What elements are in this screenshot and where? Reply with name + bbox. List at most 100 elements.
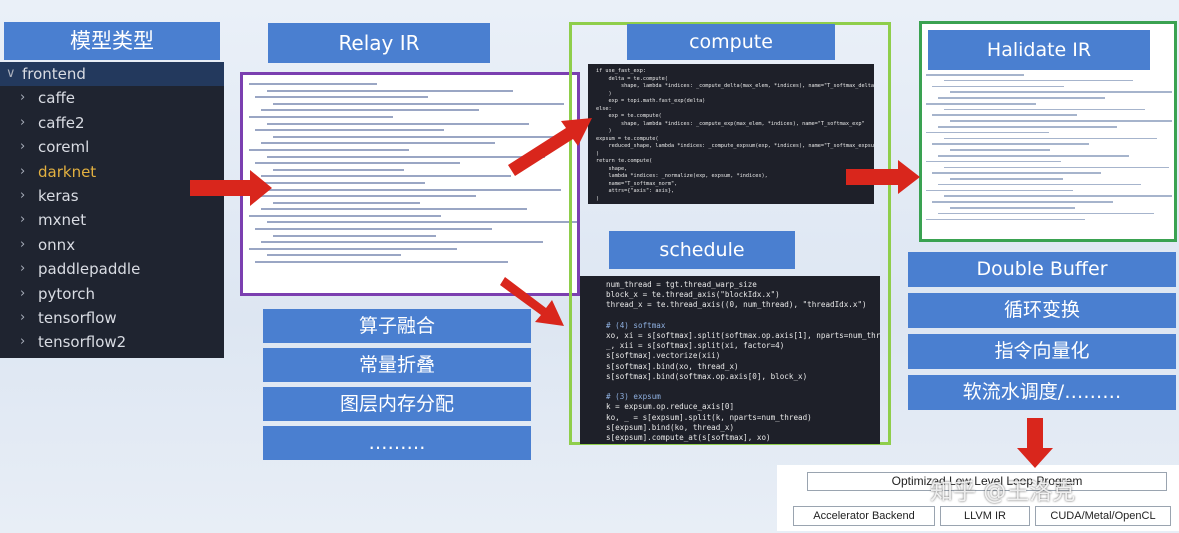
code-line-placeholder [255,96,428,99]
tree-item-keras[interactable]: › keras [0,184,224,208]
code-line-placeholder [938,212,1154,215]
code-line: s[softmax].bind(xo, thread_x) [606,361,739,371]
code-line-placeholder [950,149,1051,151]
code-line: reduced_shape, lambda *indices: _compute… [596,143,874,149]
backend-box-1: LLVM IR [940,506,1030,526]
code-line-placeholder [932,172,1102,174]
tree-item-label: tensorflow2 [38,333,127,352]
tree-item-paddlepaddle[interactable]: ›paddlepaddle [0,257,224,281]
tree-item-darknet[interactable]: ›darknet [0,160,224,184]
code-line-placeholder [938,183,1142,186]
tree-item-label: paddlepaddle [38,260,141,279]
chevron-right-icon: › [20,114,26,130]
code-line: thread_x = te.thread_axis((0, num_thread… [606,300,867,310]
relay-pass-1: 常量折叠 [263,348,531,382]
tree-item-label: coreml [38,138,90,157]
watermark: 知乎 @王洛克 [930,479,1076,505]
tree-item-pytorch[interactable]: › pytorch [0,282,224,306]
code-line-placeholder [267,89,514,92]
code-line-placeholder [944,195,1172,197]
code-line: lambda *indices: _normalize(exp, expsum,… [596,173,768,179]
tree-item-tensorflow[interactable]: › tensorflow [0,306,224,330]
code-line-placeholder [273,201,421,204]
code-line: shape, lambda *indices: _compute_delta(m… [596,83,874,89]
code-line: else: [596,105,612,112]
code-line-placeholder [267,254,402,257]
code-line: ko, _ = s[expsum].split(k, nparts=num_th… [606,412,812,422]
code-line-placeholder [944,108,1145,111]
code-line-placeholder [273,102,565,105]
chevron-right-icon: › [20,309,26,325]
code-line-placeholder [255,228,492,231]
code-line-placeholder [938,154,1130,157]
tree-item-label: frontend [22,65,86,83]
chevron-right-icon: › [20,285,26,301]
code-line-placeholder [249,247,457,250]
chevron-right-icon: › [20,163,26,179]
model-types-header: 模型类型 [4,22,220,60]
code-line-placeholder [267,221,577,224]
tree-item-caffe2[interactable]: › caffe2 [0,111,224,135]
tree-item-label: caffe [38,89,76,108]
code-line-placeholder [267,188,562,191]
code-line-placeholder [255,162,460,165]
halide-pass-3: 软流水调度/……… [908,375,1176,410]
code-line: xo, xi = s[softmax].split(softmax.op.axi… [606,331,880,341]
backend-box-2: CUDA/Metal/OpenCL [1035,506,1171,526]
code-line-placeholder [273,135,577,138]
code-line-placeholder [261,208,527,211]
optimized-program-box: Optimized Low Level Loop Program [807,472,1167,491]
code-line-placeholder [944,79,1133,82]
code-line: num_thread = tgt.thread_warp_size [606,280,757,289]
code-line: s[softmax].bind(softmax.op.axis[0], bloc… [606,371,808,381]
code-line: block_x = te.thread_axis("blockIdx.x") [606,290,780,300]
code-line-placeholder [932,114,1077,117]
tree-item-coreml[interactable]: › coreml [0,135,224,159]
code-line: ) [596,195,600,202]
halide-pass-2: 指令向量化 [908,334,1176,369]
code-line-placeholder [255,261,508,264]
code-line-placeholder [938,97,1105,99]
code-line-placeholder [926,189,1073,192]
code-line-placeholder [255,129,444,132]
tree-item-frontend[interactable]: ∨ frontend [0,62,224,87]
halide-pass-1: 循环变换 [908,293,1176,328]
tree-item-label: pytorch [38,284,96,303]
code-line: name="T_softmax_norm", [596,180,678,187]
code-line-placeholder [950,91,1172,93]
chevron-right-icon: › [20,187,26,203]
code-line: ) [596,128,612,134]
code-line: expsum = te.compute( [596,135,659,142]
chevron-down-icon: ∨ [6,66,16,81]
code-line [606,382,854,392]
tree-item-tensorflow2[interactable]: › tensorflow2 [0,330,224,354]
code-line-placeholder [249,214,441,217]
code-line-placeholder [273,168,405,171]
code-line: exp = topi.math.fast_exp(delta) [596,98,706,104]
code-line-placeholder [944,166,1170,169]
relay-pass-3: ……… [263,426,531,460]
code-line: # (3) expsum [606,392,661,402]
tree-item-label: keras [38,186,79,205]
code-line-placeholder [926,131,1049,134]
relay-pass-2: 图层内存分配 [263,387,531,421]
code-line: shape, [596,165,628,172]
chevron-right-icon: › [20,334,26,350]
code-line-placeholder [926,218,1086,221]
tree-item-onnx[interactable]: ›onnx [0,233,224,257]
code-line-placeholder [932,143,1089,145]
tree-item-mxnet[interactable]: ›mxnet [0,208,224,232]
code-line: k = expsum.op.reduce_axis[0] [606,402,735,412]
chevron-right-icon: › [20,139,26,155]
tree-item-label: caffe2 [38,113,85,132]
tree-item-label: tensorflow [38,308,117,327]
code-line-placeholder [261,109,479,112]
chevron-right-icon: › [20,90,26,106]
model-tree[interactable]: ∨frontend›caffe›caffe2›coreml›darknet›ke… [0,62,224,358]
tree-item-caffe[interactable]: › caffe [0,86,224,110]
code-line: s[expsum].bind(ko, thread_x) [606,422,735,432]
tree-item-label: onnx [38,235,76,254]
relay-ir-header: Relay IR [268,23,490,63]
compute-code: if use_fast_exp: delta = te.compute( sha… [588,64,874,204]
code-line: ) [596,150,600,157]
